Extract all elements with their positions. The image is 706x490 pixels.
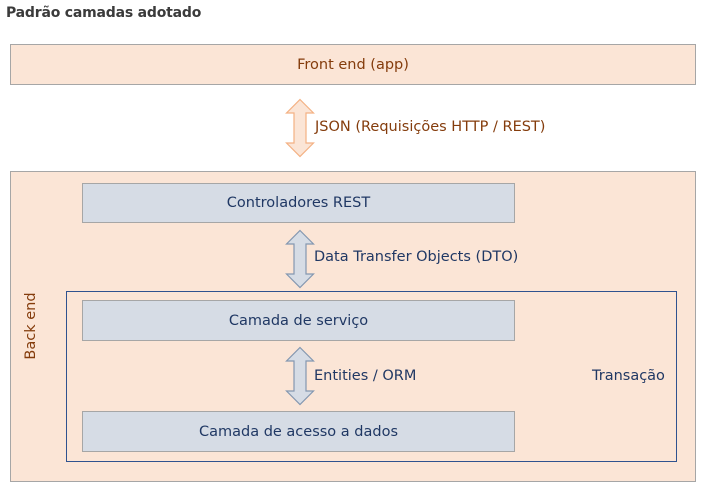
page-title: Padrão camadas adotado bbox=[6, 5, 202, 21]
service-layer-label: Camada de serviço bbox=[228, 312, 369, 329]
data-access-layer-box[interactable]: Camada de acesso a dados bbox=[82, 411, 515, 452]
backend-label: Back end bbox=[23, 292, 39, 360]
controllers-box[interactable]: Controladores REST bbox=[82, 183, 515, 223]
frontend-box[interactable]: Front end (app) bbox=[10, 44, 696, 85]
entities-connector-label: Entities / ORM bbox=[314, 368, 417, 384]
frontend-label: Front end (app) bbox=[297, 56, 409, 73]
entities-double-arrow-icon bbox=[285, 346, 315, 406]
data-access-layer-label: Camada de acesso a dados bbox=[198, 423, 399, 440]
controllers-label: Controladores REST bbox=[226, 195, 371, 211]
service-layer-box[interactable]: Camada de serviço bbox=[82, 300, 515, 341]
json-double-arrow-icon bbox=[285, 98, 315, 158]
dto-double-arrow-icon bbox=[285, 229, 315, 289]
transaction-label: Transação bbox=[592, 368, 665, 384]
transaction-boundary bbox=[66, 291, 677, 462]
dto-connector-label: Data Transfer Objects (DTO) bbox=[314, 249, 519, 265]
json-connector-label: JSON (Requisições HTTP / REST) bbox=[315, 119, 546, 135]
